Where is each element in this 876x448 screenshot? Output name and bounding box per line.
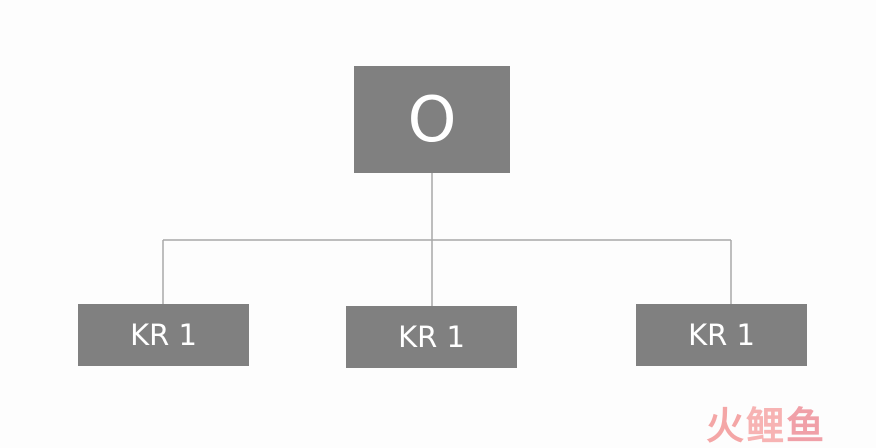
watermark-char: 鱼: [786, 403, 827, 448]
objective-label: O: [407, 83, 457, 156]
key-result-box-left: KR 1: [78, 304, 249, 366]
watermark-char: 鲤: [746, 403, 787, 448]
key-result-label: KR 1: [688, 318, 755, 352]
key-result-label: KR 1: [130, 318, 197, 352]
objective-box: O: [354, 66, 510, 173]
key-result-box-center: KR 1: [346, 306, 517, 368]
watermark-char: 火: [706, 403, 747, 448]
key-result-box-right: KR 1: [636, 304, 807, 366]
watermark-logo: 火 鲤 鱼: [706, 400, 866, 448]
key-result-label: KR 1: [398, 320, 465, 354]
